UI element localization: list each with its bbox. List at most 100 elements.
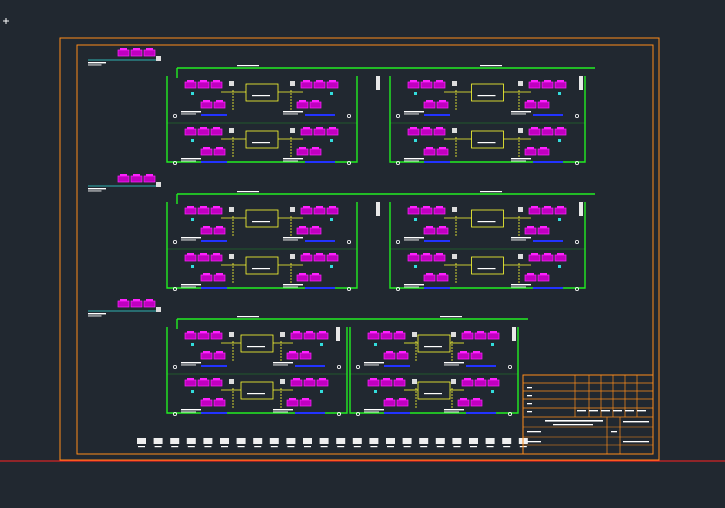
title-block-text xyxy=(601,410,610,412)
blue-bar xyxy=(305,114,335,116)
device-symbol-top xyxy=(203,273,210,275)
riser-box xyxy=(579,76,583,90)
device-symbol xyxy=(423,227,436,235)
legend-symbol-label xyxy=(254,446,262,448)
riser-box xyxy=(579,202,583,216)
legend-symbol-label xyxy=(320,446,328,448)
device-symbol xyxy=(130,49,143,57)
device-symbol xyxy=(210,254,223,262)
title-block-text xyxy=(611,431,617,433)
transformer-label xyxy=(477,268,496,270)
device-symbol xyxy=(197,128,210,136)
title-block-text xyxy=(623,441,649,443)
device-symbol-top xyxy=(299,273,306,275)
legend-symbol xyxy=(153,438,163,448)
transformer-label xyxy=(477,142,496,144)
text-label-line xyxy=(181,239,196,241)
device-symbol xyxy=(423,274,436,282)
device-symbol-top xyxy=(200,127,207,129)
device-symbol xyxy=(213,352,226,360)
device-symbol xyxy=(541,207,554,215)
device-symbol xyxy=(309,148,322,156)
device-symbol-top xyxy=(383,331,390,333)
device-symbol xyxy=(143,300,156,308)
legend-symbol-box xyxy=(402,438,412,444)
node-marker xyxy=(346,114,351,119)
device-symbol-top xyxy=(133,174,140,176)
device-symbol xyxy=(184,128,197,136)
node-marker xyxy=(395,286,400,291)
device-symbol xyxy=(433,207,446,215)
text-label-line xyxy=(283,158,303,160)
device-symbol xyxy=(383,352,396,360)
device-symbol-top xyxy=(544,253,551,255)
device-symbol xyxy=(316,332,329,340)
device-symbol-top xyxy=(293,331,300,333)
riser-box xyxy=(336,327,340,341)
bus-label xyxy=(237,191,259,193)
legend-symbol-box xyxy=(485,438,495,444)
node-marker xyxy=(395,114,400,119)
device-symbol xyxy=(296,274,309,282)
device-symbol xyxy=(200,274,213,282)
legend-symbol xyxy=(220,438,229,448)
title-block-text xyxy=(527,441,541,443)
device-symbol-top xyxy=(299,100,306,102)
device-symbol-top xyxy=(213,127,220,129)
legend-symbol-label xyxy=(436,446,444,448)
device-symbol xyxy=(528,81,541,89)
switch-box xyxy=(412,332,417,337)
text-label-line xyxy=(444,409,464,411)
text-label-line xyxy=(181,409,201,411)
node-marker xyxy=(346,239,351,244)
blue-bar xyxy=(533,287,563,289)
device-symbol xyxy=(537,274,550,282)
device-symbol-top xyxy=(302,351,309,353)
device-symbol xyxy=(300,207,313,215)
device-symbol-top xyxy=(216,273,223,275)
bus-label xyxy=(440,316,462,318)
device-symbol-top xyxy=(477,331,484,333)
device-symbol-top xyxy=(187,80,194,82)
device-symbol xyxy=(313,128,326,136)
legend-symbol xyxy=(286,438,296,448)
text-label-line xyxy=(283,239,298,241)
cyan-marker xyxy=(414,218,417,221)
switch-box xyxy=(229,81,234,86)
text-label-line xyxy=(88,64,102,66)
legend-symbol-box xyxy=(220,438,229,444)
device-symbol-top xyxy=(436,206,443,208)
device-symbol-top xyxy=(319,378,326,380)
transformer-box xyxy=(245,209,279,228)
node-marker xyxy=(507,364,512,369)
switch-box xyxy=(290,254,295,259)
device-symbol xyxy=(433,81,446,89)
device-symbol-top xyxy=(293,378,300,380)
device-symbol xyxy=(326,128,339,136)
text-label-line xyxy=(273,364,288,366)
text-label-line xyxy=(181,411,196,413)
device-symbol-top xyxy=(439,273,446,275)
device-symbol-top xyxy=(544,206,551,208)
text-label-line xyxy=(181,286,196,288)
device-symbol xyxy=(393,379,406,387)
legend-symbol xyxy=(352,438,362,448)
device-symbol-top xyxy=(410,253,417,255)
device-symbol xyxy=(197,332,210,340)
device-symbol-top xyxy=(303,127,310,129)
blue-bar xyxy=(201,412,227,414)
device-symbol xyxy=(303,332,316,340)
device-symbol-top xyxy=(187,378,194,380)
bus-label xyxy=(480,65,502,67)
text-label-line xyxy=(181,158,201,160)
device-symbol-top xyxy=(439,100,446,102)
device-symbol xyxy=(130,300,143,308)
riser-box xyxy=(376,76,380,90)
device-symbol-top xyxy=(200,253,207,255)
text-label-line xyxy=(273,362,293,364)
device-symbol xyxy=(457,399,470,407)
device-symbol-top xyxy=(187,253,194,255)
device-symbol xyxy=(524,148,537,156)
text-label-line xyxy=(273,409,293,411)
